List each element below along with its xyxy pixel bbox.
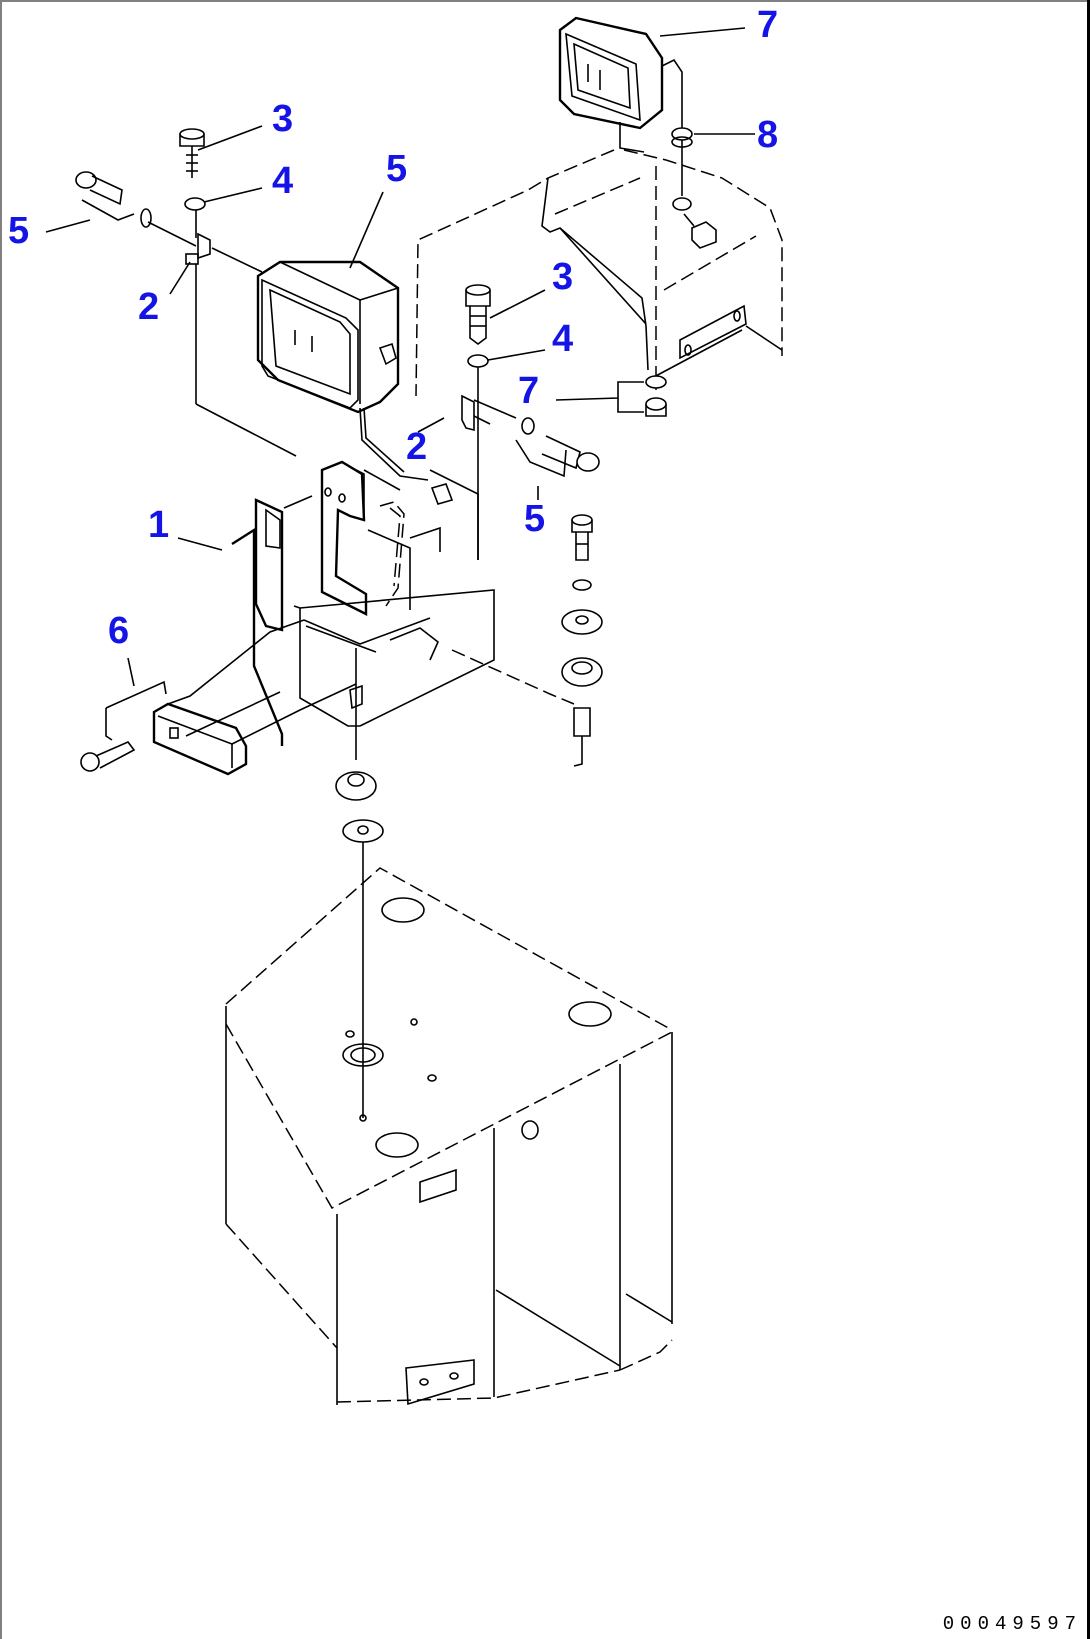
lower-mount-rubber <box>335 771 384 1118</box>
work-lamp-right <box>558 16 683 153</box>
bolt-3-left <box>179 128 205 178</box>
callout-3: 3 <box>272 98 294 140</box>
washer-4-left <box>184 197 206 211</box>
callout-4: 4 <box>552 318 574 360</box>
callout-7: 7 <box>757 4 779 46</box>
side-lamp-6 <box>80 619 357 776</box>
frame-border-right <box>1087 0 1090 1639</box>
bolt-5-left <box>75 171 197 247</box>
callout-5: 5 <box>386 148 408 190</box>
callout-2: 2 <box>406 426 428 468</box>
base-box <box>225 867 673 1406</box>
callout-1: 1 <box>148 504 170 546</box>
leader-lines <box>45 27 755 551</box>
frame-border-left <box>0 0 2 1639</box>
bracket-2-left <box>185 210 297 457</box>
drawing-number: 00049597 <box>942 1613 1082 1635</box>
callout-8: 8 <box>757 114 779 156</box>
callout-4: 4 <box>272 160 294 202</box>
mounting-bracket-1 <box>231 460 575 760</box>
callout-6: 6 <box>108 610 130 652</box>
bolt-5-right <box>515 435 600 478</box>
washer-4-right <box>467 354 489 368</box>
callout-7: 7 <box>518 370 540 412</box>
callout-5: 5 <box>524 498 546 540</box>
bolt-3-right <box>465 284 491 345</box>
callout-3: 3 <box>552 256 574 298</box>
callout-5: 5 <box>8 210 30 252</box>
mount-fastener-stack <box>561 514 603 767</box>
nut-8 <box>671 127 717 249</box>
work-lamp-left <box>256 260 429 481</box>
callout-2: 2 <box>138 286 160 328</box>
frame-border-top <box>0 0 1090 2</box>
washer-nut-7 <box>645 375 667 417</box>
cab-cover <box>415 149 783 397</box>
